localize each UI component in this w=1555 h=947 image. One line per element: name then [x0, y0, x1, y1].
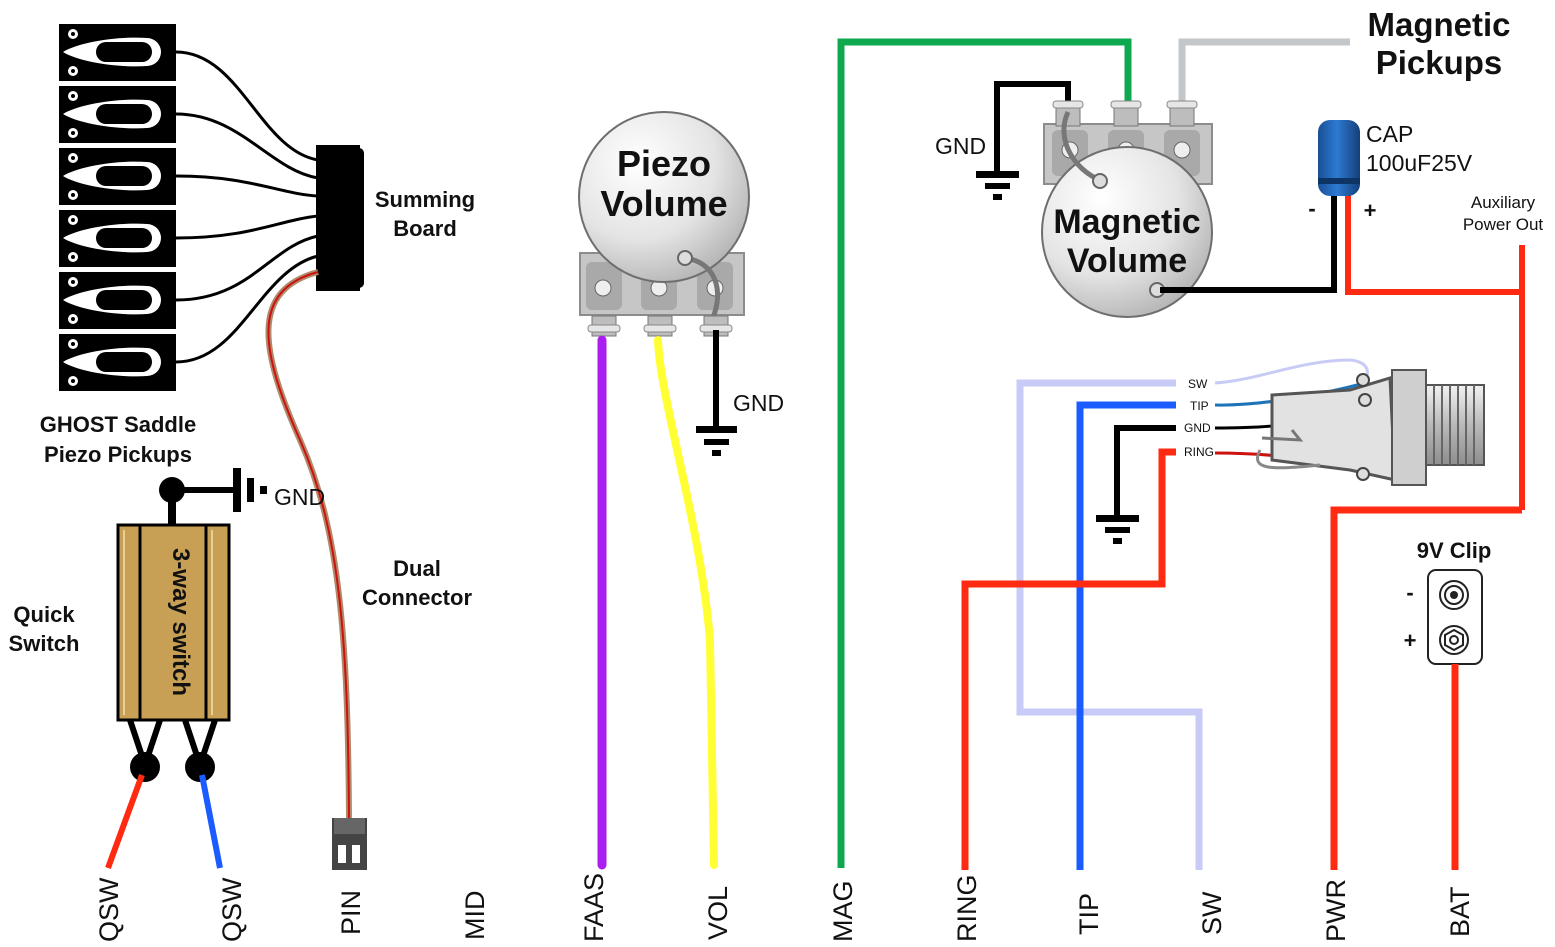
terminal-label-mid: MID — [460, 891, 490, 941]
jack-threads — [1425, 384, 1485, 466]
cap-plus-label: + — [1364, 198, 1377, 223]
terminal-label-qsw-2: QSW — [217, 877, 247, 942]
mag-wire — [837, 38, 1132, 868]
vol-wire — [654, 336, 718, 869]
battery-clip — [1427, 569, 1483, 665]
quick-switch — [116, 468, 267, 782]
battery-clip-label: 9V Clip — [1417, 538, 1492, 563]
magnetic-pickups-label-line1: Magnetic — [1367, 6, 1510, 43]
piezo-pickups — [59, 24, 176, 391]
quick-switch-label-line2: Switch — [9, 631, 80, 656]
jack-sw-lead — [1214, 358, 1369, 387]
terminal-label-vol: VOL — [703, 886, 733, 940]
piezo-volume-label-line2: Volume — [600, 183, 727, 224]
terminal-label-ring: RING — [952, 875, 982, 943]
magnetic-volume-label-line1: Magnetic — [1053, 203, 1200, 241]
jack-gnd-label: GND — [1184, 421, 1211, 435]
ring-wire — [961, 448, 1176, 870]
ghost-label-line1: GHOST Saddle — [40, 412, 196, 437]
terminal-label-qsw-1: QSW — [94, 877, 124, 942]
summing-label-line2: Board — [393, 216, 457, 241]
sw-wire — [1016, 379, 1203, 870]
clip-minus-label: - — [1406, 580, 1413, 605]
dual-connector-plug — [332, 818, 367, 870]
piezo-gnd-symbol — [696, 330, 737, 456]
magnetic-pickups-label-line2: Pickups — [1376, 44, 1503, 81]
magnetic-volume-label-line2: Volume — [1067, 242, 1187, 280]
mag-gnd-symbol — [976, 81, 1071, 200]
clip-plus-label: + — [1404, 628, 1417, 653]
piezo-pickup-2 — [59, 86, 176, 143]
terminal-label-pin: PIN — [336, 890, 366, 935]
aux-power-label-line2: Power Out — [1463, 215, 1544, 234]
piezo-gnd-label: GND — [733, 390, 784, 416]
qsw-wire-blue — [199, 774, 223, 869]
piezo-pickup-3 — [59, 148, 176, 205]
piezo-pickup-5 — [59, 272, 176, 329]
aux-power-label-line1: Auxiliary — [1471, 193, 1536, 212]
cap-positive-wire — [1345, 190, 1522, 295]
mag-gnd-label: GND — [935, 133, 986, 159]
dual-connector-cable — [265, 269, 352, 821]
summing-label-line1: Summing — [375, 187, 475, 212]
piezo-pickup-6 — [59, 334, 176, 391]
piezo-volume-pot — [578, 111, 750, 337]
piezo-pickup-4 — [59, 210, 176, 267]
quick-switch-label-line1: Quick — [13, 602, 75, 627]
jack-gnd-symbol — [1096, 425, 1176, 544]
summing-board — [316, 145, 364, 291]
dual-connector-label-line1: Dual — [393, 556, 441, 581]
terminal-label-pwr: PWR — [1321, 879, 1351, 942]
cap-label-line2: 100uF25V — [1366, 150, 1473, 176]
terminal-label-bat: BAT — [1445, 886, 1475, 937]
terminal-labels: QSW QSW PIN MID FAAS VOL MAG RING TIP SW… — [94, 873, 1475, 942]
tip-wire — [1076, 401, 1176, 870]
terminal-label-faas: FAAS — [579, 873, 609, 942]
qsw-wire-red — [105, 773, 145, 870]
dual-connector-label-line2: Connector — [362, 585, 472, 610]
cap-label-line1: CAP — [1366, 121, 1413, 147]
jack-sw-label: SW — [1188, 377, 1208, 391]
three-way-switch-label: 3-way switch — [167, 548, 194, 696]
cap-minus-label: - — [1308, 196, 1315, 221]
terminal-label-sw: SW — [1197, 891, 1227, 935]
piezo-pickup-1 — [59, 24, 176, 81]
output-jack — [1256, 369, 1485, 486]
magnetic-pickup-lead — [1178, 38, 1350, 108]
magnetic-volume-pot — [1041, 100, 1213, 318]
jack-tip-label: TIP — [1190, 399, 1209, 413]
terminal-label-mag: MAG — [828, 880, 858, 942]
ghost-label-line2: Piezo Pickups — [44, 442, 192, 467]
switch-gnd-label: GND — [274, 484, 325, 510]
pwr-wire — [1330, 506, 1522, 870]
terminal-label-tip: TIP — [1074, 893, 1104, 935]
jack-ring-label: RING — [1184, 445, 1214, 459]
cap-negative-wire — [1160, 190, 1337, 293]
piezo-volume-label-line1: Piezo — [617, 143, 711, 184]
capacitor — [1318, 120, 1360, 196]
pickup-wires — [175, 50, 319, 364]
